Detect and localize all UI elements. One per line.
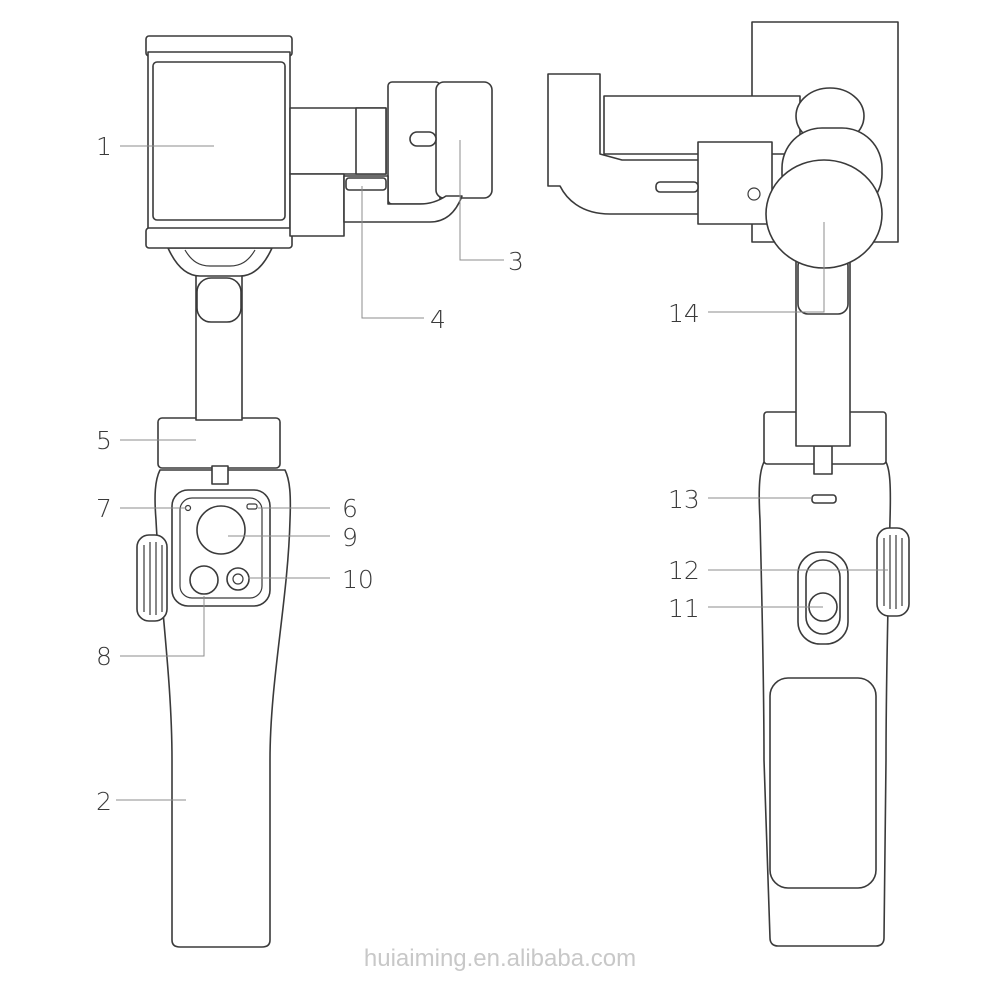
callout-13: 13	[668, 485, 700, 514]
callout-11: 11	[668, 594, 700, 623]
tilt-motor	[435, 81, 493, 199]
callout-6: 6	[342, 494, 358, 523]
rear-slider-tab	[655, 181, 699, 193]
clamp-extender	[289, 173, 345, 237]
callout-7: 7	[96, 494, 112, 523]
joystick	[196, 505, 246, 555]
leader-lines	[116, 140, 888, 801]
wheel-knurl	[143, 542, 163, 615]
collar-slot	[211, 465, 229, 485]
grip-pad	[769, 677, 877, 889]
rear-screw	[747, 187, 761, 201]
rear-zoom-wheel	[876, 527, 910, 617]
motor-latch	[409, 131, 437, 147]
rear-view	[547, 21, 910, 947]
roll-yoke	[167, 247, 273, 277]
watermark: huiaiming.en.alibaba.com	[364, 945, 636, 972]
phone-screen	[152, 61, 286, 221]
rear-collar-slot	[813, 445, 833, 475]
callout-1: 1	[96, 132, 112, 161]
rear-wheel-knurl	[883, 535, 903, 609]
indicator-light-right	[246, 503, 258, 510]
yoke-inner	[184, 249, 256, 267]
rear-horizontal-arm	[547, 73, 701, 215]
usb-port	[811, 494, 837, 504]
handle-collar	[157, 417, 281, 469]
callout-5: 5	[96, 426, 112, 455]
shutter-button	[189, 565, 219, 595]
callout-2: 2	[96, 787, 112, 816]
callout-14: 14	[668, 299, 700, 328]
bracket-tab	[345, 177, 387, 191]
phone-clamp-bottom	[145, 227, 293, 249]
panel-inner	[179, 497, 263, 599]
callout-3: 3	[508, 247, 524, 276]
callout-labels: 1 2 3 4 5 6 7 8 9 10 11 12 13 14	[96, 132, 700, 816]
callout-9: 9	[342, 523, 358, 552]
arm-joint	[355, 107, 387, 175]
callout-4: 4	[430, 305, 446, 334]
rear-motor-housing	[697, 141, 773, 225]
mode-button	[226, 567, 250, 591]
callout-12: 12	[668, 556, 700, 585]
arm-lock	[196, 277, 242, 323]
callout-8: 8	[96, 642, 112, 671]
mode-button-inner	[232, 573, 244, 585]
callout-10: 10	[342, 565, 374, 594]
front-view	[136, 35, 493, 948]
